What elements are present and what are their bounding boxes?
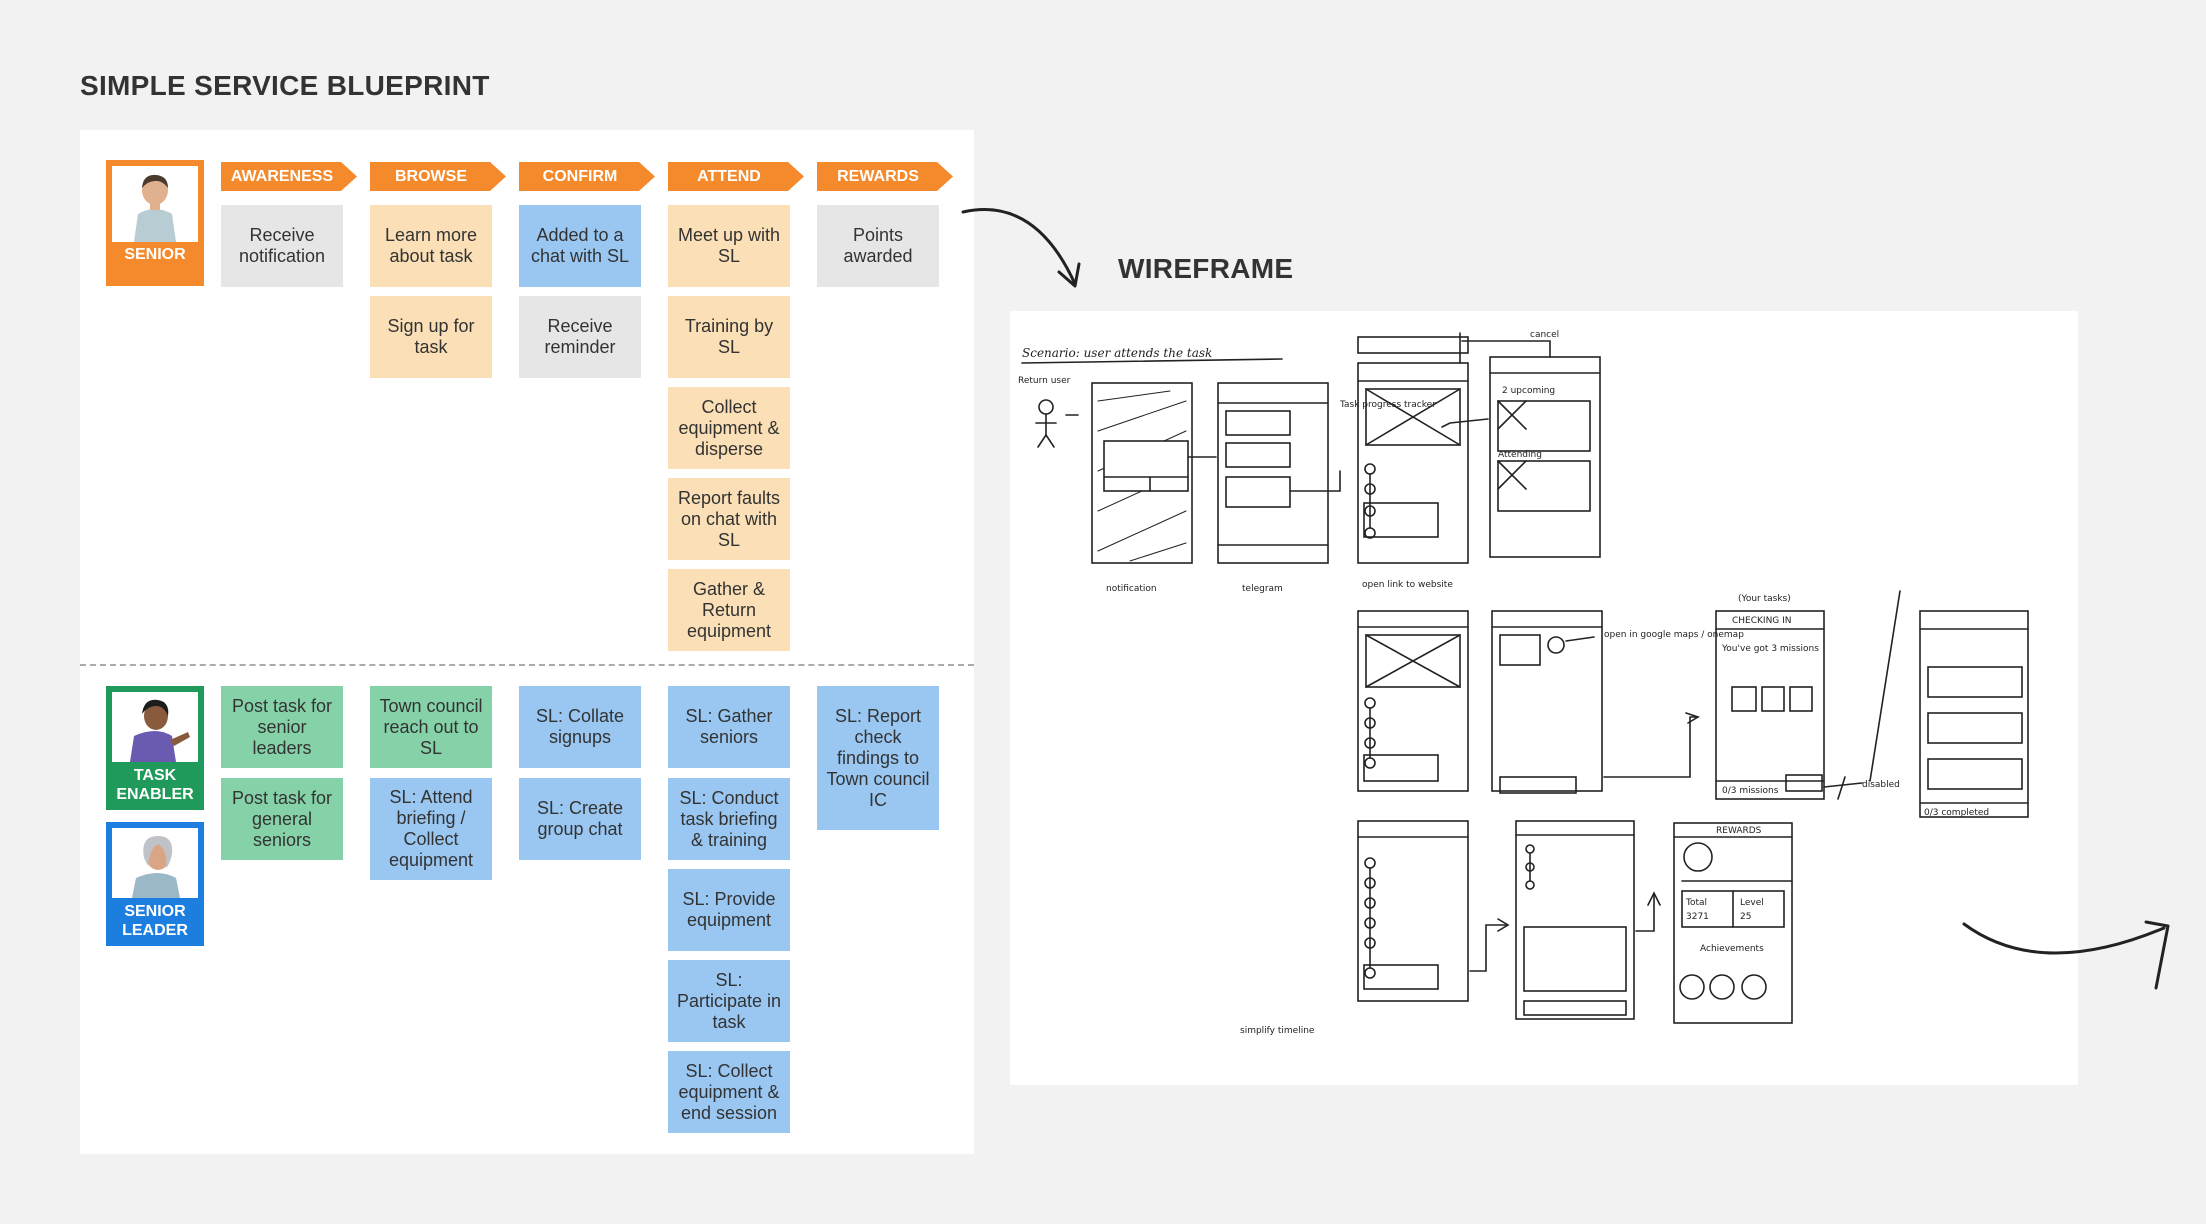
simplify-note: simplify timeline	[1240, 1026, 1315, 1036]
card-collect-end: SL: Collect equipment & end session	[668, 1051, 790, 1133]
card-meet-up: Meet up with SL	[668, 205, 790, 287]
wireframe-title: WIREFRAME	[1118, 253, 1294, 284]
persona-task-enabler: TASK ENABLER	[106, 686, 204, 810]
total-value-note: 3271	[1686, 912, 1709, 922]
persona-senior-leader: SENIOR LEADER	[106, 822, 204, 946]
wireframe-sketch: Scenario: user attends the task Return u…	[1018, 330, 2029, 1036]
achievements-note: Achievements	[1700, 944, 1764, 954]
persona-task-enabler-label: TASK ENABLER	[116, 767, 194, 803]
card-provide-equipment: SL: Provide equipment	[668, 869, 790, 951]
card-collect-equipment: Collect equipment & disperse	[668, 387, 790, 469]
wireframe-panel: Scenario: user attends the task Return u…	[1010, 311, 2078, 1085]
google-maps-note: open in google maps / onemap	[1604, 630, 1744, 640]
your-tasks-note: (Your tasks)	[1738, 594, 1791, 604]
return-user-note: Return user	[1018, 376, 1071, 386]
open-link-note: open link to website	[1362, 580, 1453, 590]
senior-avatar	[112, 166, 198, 242]
card-gather-return: Gather & Return equipment	[668, 569, 790, 651]
card-attend-briefing: SL: Attend briefing / Collect equipment	[370, 778, 492, 880]
missions-count-note: 0/3 missions	[1722, 786, 1779, 796]
notification-note: notification	[1106, 584, 1157, 594]
progress-tracker-note: Task progress tracker	[1339, 400, 1436, 410]
total-note: Total	[1685, 898, 1707, 908]
scenario-label: Scenario: user attends the task	[1022, 346, 1212, 360]
telegram-note: telegram	[1242, 584, 1283, 594]
persona-senior-leader-label: SENIOR LEADER	[122, 903, 188, 939]
rewards-note: REWARDS	[1716, 826, 1762, 836]
card-post-task-leaders: Post task for senior leaders	[221, 686, 343, 768]
exit-arrow-icon	[1962, 920, 2170, 990]
task-enabler-avatar	[112, 692, 198, 762]
card-receive-reminder: Receive reminder	[519, 296, 641, 378]
card-training: Training by SL	[668, 296, 790, 378]
card-report-findings: SL: Report check findings to Town counci…	[817, 686, 939, 830]
card-report-faults: Report faults on chat with SL	[668, 478, 790, 560]
blueprint-title: SIMPLE SERVICE BLUEPRINT	[80, 70, 490, 101]
stage-awareness: AWARENESS	[221, 162, 357, 191]
lane-divider	[80, 664, 974, 666]
card-learn-more: Learn more about task	[370, 205, 492, 287]
card-points-awarded: Points awarded	[817, 205, 939, 287]
persona-senior-label: SENIOR	[124, 246, 186, 263]
curved-arrow-icon	[961, 208, 1081, 288]
stage-attend: ATTEND	[668, 162, 804, 191]
card-post-task-seniors: Post task for general seniors	[221, 778, 343, 860]
disabled-note: disabled	[1862, 780, 1900, 790]
upcoming-note: 2 upcoming	[1502, 386, 1555, 396]
stage-rewards: REWARDS	[817, 162, 953, 191]
card-gather-seniors: SL: Gather seniors	[668, 686, 790, 768]
card-added-to-chat: Added to a chat with SL	[519, 205, 641, 287]
card-town-council: Town council reach out to SL	[370, 686, 492, 768]
persona-senior: SENIOR	[106, 160, 204, 286]
level-value-note: 25	[1740, 912, 1751, 922]
stage-confirm: CONFIRM	[519, 162, 655, 191]
checking-in-note: CHECKING IN	[1732, 616, 1792, 626]
senior-leader-avatar	[112, 828, 198, 898]
cancel-note: cancel	[1530, 330, 1559, 340]
attending-note: Attending	[1498, 450, 1542, 460]
card-collate-signups: SL: Collate signups	[519, 686, 641, 768]
stage-browse: BROWSE	[370, 162, 506, 191]
card-conduct-briefing: SL: Conduct task briefing & training	[668, 778, 790, 860]
completed-note: 0/3 completed	[1924, 808, 1989, 818]
level-note: Level	[1740, 898, 1764, 908]
card-create-group-chat: SL: Create group chat	[519, 778, 641, 860]
card-participate: SL: Participate in task	[668, 960, 790, 1042]
card-receive-notification: Receive notification	[221, 205, 343, 287]
card-sign-up: Sign up for task	[370, 296, 492, 378]
missions-note: You've got 3 missions	[1721, 644, 1819, 654]
